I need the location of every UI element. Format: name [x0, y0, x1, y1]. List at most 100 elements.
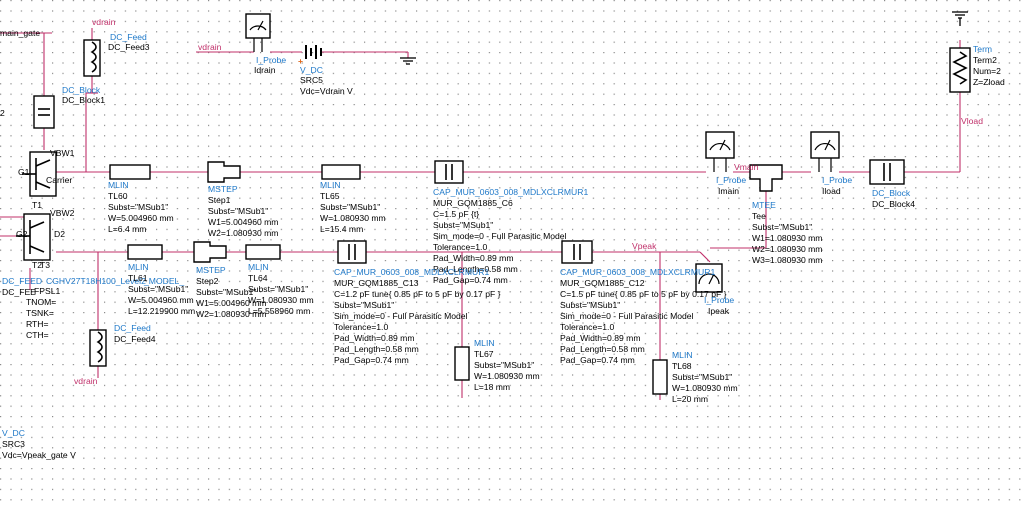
src5-battery-symbol[interactable] — [305, 45, 322, 59]
transistor-vbw1: VBW1 — [50, 148, 75, 158]
dc-block1-symbol[interactable] — [33, 95, 55, 129]
step2-p2: W1=5.004960 mm — [196, 298, 266, 308]
imain-name: Imain — [718, 186, 739, 196]
vpeak-label: Vpeak — [632, 241, 657, 251]
edge-fragment: 2 — [0, 108, 5, 118]
vdrain-bot-label: vdrain — [74, 376, 98, 386]
ipeak-type: I_Probe — [704, 295, 734, 305]
tl64-symbol[interactable] — [245, 244, 281, 260]
c13-p2: Subst="MSub1" — [334, 300, 394, 310]
vmain-label: Vmain — [734, 162, 759, 172]
step1-symbol[interactable] — [207, 161, 241, 183]
c12-p2: Subst="MSub1" — [560, 300, 620, 310]
tl61-p3: L=12.219900 mm — [128, 306, 195, 316]
transistor-p2: TSNK= — [26, 308, 54, 318]
c13-p3: Sim_mode=0 - Full Parasitic Model — [334, 311, 468, 321]
transistor-symbol[interactable] — [16, 151, 57, 261]
tl60-type: MLIN — [108, 180, 129, 190]
dc-block4-symbol[interactable] — [869, 159, 905, 185]
step2-symbol[interactable] — [193, 241, 227, 263]
wires — [0, 28, 961, 400]
transistor-t2: T2 — [32, 260, 42, 270]
c6-p6: Pad_Length=0.58 mm — [433, 264, 518, 274]
c12-p3: Sim_mode=0 - Full Parasitic Model — [560, 311, 694, 321]
tl60-p3: L=6.4 mm — [108, 224, 146, 234]
term2-symbol[interactable] — [949, 47, 971, 93]
tl65-p1: Subst="MSub1" — [320, 202, 380, 212]
c13-p4: Tolerance=1.0 — [334, 322, 388, 332]
dc-feed3-symbol[interactable] — [83, 39, 101, 77]
main-gate-label: main_gate — [0, 28, 40, 38]
tl67-name: TL67 — [474, 349, 494, 359]
tl60-symbol[interactable] — [109, 164, 151, 180]
dc-feed4-symbol[interactable] — [89, 329, 107, 367]
tl61-p2: W=5.004960 mm — [128, 295, 194, 305]
tee-symbol[interactable] — [749, 164, 783, 192]
iload-name: Iload — [822, 186, 841, 196]
step2-p3: W2=1.080930 mm — [196, 309, 266, 319]
vload-label: Vload — [961, 116, 983, 126]
ipeak-probe-symbol[interactable] — [695, 263, 723, 293]
c13-p5: Pad_Width=0.89 mm — [334, 333, 415, 343]
step1-p1: Subst="MSub1" — [208, 206, 268, 216]
transistor-vbw2: VBW2 — [50, 208, 75, 218]
transistor-model: CGHV27T18H100_Level2 — [46, 276, 146, 286]
transistor-t1: T1 — [32, 200, 42, 210]
c13-symbol[interactable] — [337, 240, 367, 264]
c13-type: CAP_MUR_0603_008_MDLXCLRMUR1 — [334, 267, 489, 277]
idrain-probe-symbol[interactable] — [245, 13, 271, 52]
src5-type: V_DC — [300, 65, 323, 75]
tl67-p1: Subst="MSub1" — [474, 360, 534, 370]
tl65-p2: W=1.080930 mm — [320, 213, 386, 223]
c12-p7: Pad_Gap=0.74 mm — [560, 355, 635, 365]
c12-symbol[interactable] — [561, 240, 593, 264]
tl64-name: TL64 — [248, 273, 268, 283]
c6-name: MUR_GQM1885_C6 — [433, 198, 513, 208]
tl67-p2: W=1.080930 mm — [474, 371, 540, 381]
tl65-p3: L=15.4 mm — [320, 224, 363, 234]
src3-type: V_DC — [2, 428, 25, 438]
imain-probe-symbol[interactable] — [705, 131, 735, 172]
src5-name: SRC5 — [300, 75, 323, 85]
c6-p1: C=1.5 pF {t} — [433, 209, 479, 219]
dc-block4-name: DC_Block4 — [872, 199, 915, 209]
transistor-g1: G1 — [18, 167, 30, 177]
tl68-type: MLIN — [672, 350, 693, 360]
transistor-p4: CTH= — [26, 330, 49, 340]
term2-p2: Z=Zload — [973, 77, 1005, 87]
tl61-p1: Subst="MSub1" — [128, 284, 188, 294]
c12-p6: Pad_Length=0.58 mm — [560, 344, 645, 354]
vdrain-top-label: vdrain — [92, 17, 116, 27]
step1-p3: W2=1.080930 mm — [208, 228, 278, 238]
dc-feed3-type: DC_Feed — [110, 32, 147, 42]
transistor-d2: D2 — [54, 229, 65, 239]
vdrain-src-label: vdrain — [198, 42, 222, 52]
c12-p5: Pad_Width=0.89 mm — [560, 333, 641, 343]
ground-symbols — [400, 11, 968, 65]
imain-type: I_Probe — [716, 175, 746, 185]
tl65-symbol[interactable] — [321, 164, 361, 180]
c6-p2: Subst="MSub1" — [433, 220, 493, 230]
tl64-p3: L=5.558960 mm — [248, 306, 310, 316]
dc-block1-name: DC_Block1 — [62, 95, 105, 105]
tl65-type: MLIN — [320, 180, 341, 190]
tl68-symbol[interactable] — [652, 359, 668, 395]
tl68-p2: W=1.080930 mm — [672, 383, 738, 393]
src5-plus: + — [298, 56, 303, 66]
iload-probe-symbol[interactable] — [810, 131, 840, 172]
transistor-g2: G2 — [16, 229, 28, 239]
term2-type: Term — [973, 44, 992, 54]
src3-param: Vdc=Vpeak_gate V — [2, 450, 76, 460]
tl64-p2: W=1.080930 mm — [248, 295, 314, 305]
tl61-symbol[interactable] — [127, 244, 163, 260]
idrain-name: Idrain — [254, 65, 276, 75]
transistor-feed-partial2: DC_FEE — [2, 287, 36, 297]
dc-block4-type: DC_Block — [872, 188, 911, 198]
ground-icon — [400, 57, 416, 65]
c6-symbol[interactable] — [434, 160, 464, 184]
tee-p3: W2=1.080930 mm — [752, 244, 822, 254]
iload-type: I_Probe — [822, 175, 852, 185]
tl67-symbol[interactable] — [454, 346, 470, 381]
